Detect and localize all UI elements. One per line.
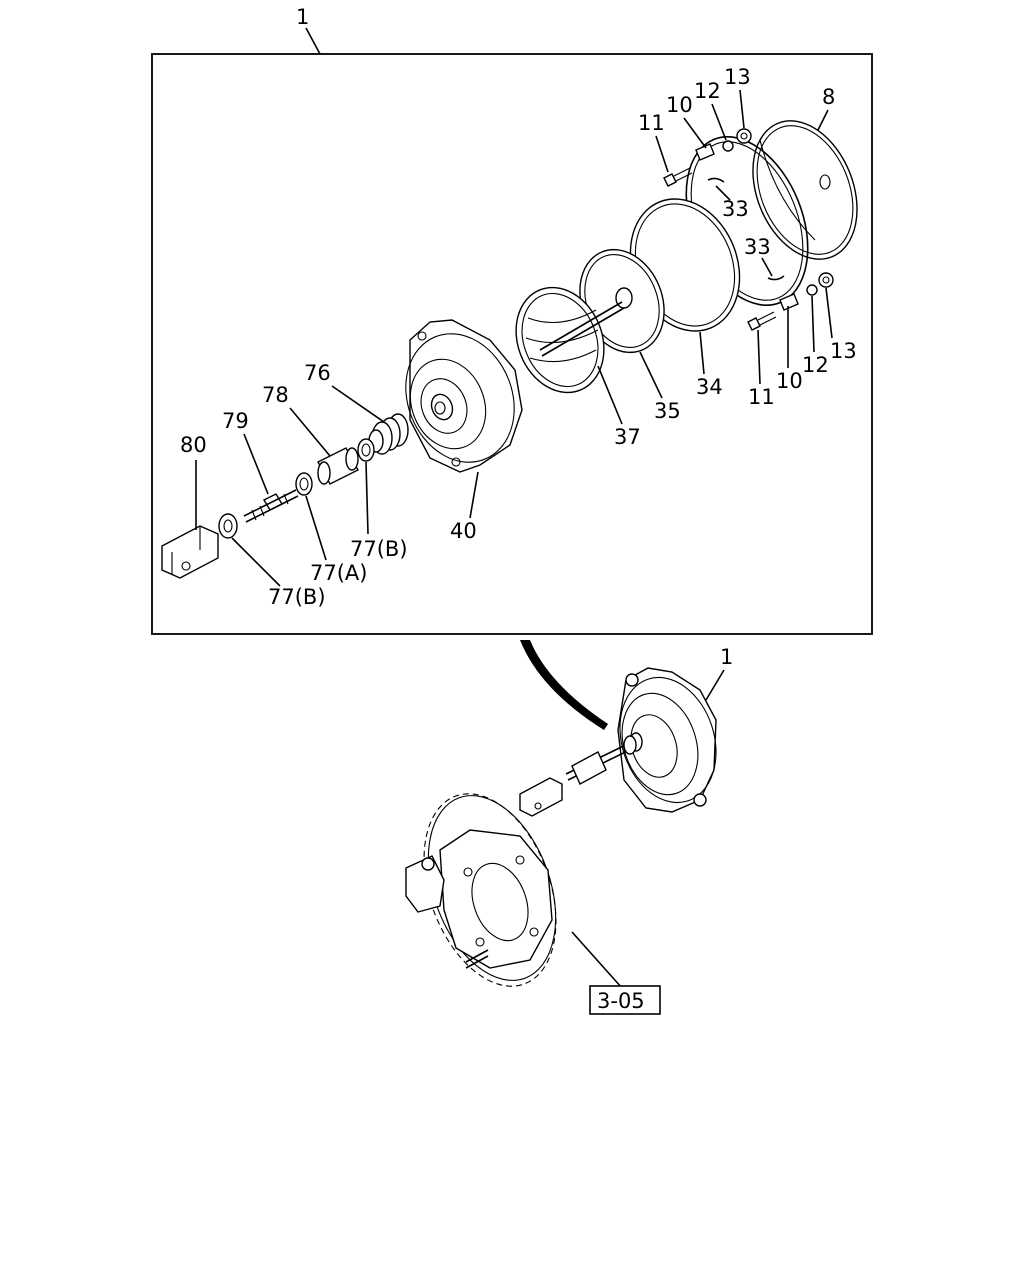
svg-text:76: 76 xyxy=(304,361,331,385)
svg-text:37: 37 xyxy=(614,425,641,449)
svg-text:12: 12 xyxy=(802,353,829,377)
part-77a-washer xyxy=(295,472,313,496)
callout-12-top: 12 xyxy=(694,79,727,141)
brake-backing-plate xyxy=(405,793,557,987)
svg-text:79: 79 xyxy=(222,409,249,433)
part-13-nut-bottom xyxy=(818,272,834,288)
callout-79: 79 xyxy=(222,409,269,495)
part-11-bolt-top xyxy=(663,167,693,187)
part-77b-washer-upper xyxy=(357,438,375,462)
svg-text:1: 1 xyxy=(296,5,309,29)
assembled-brake-chamber xyxy=(519,667,717,817)
callout-80: 80 xyxy=(180,433,207,530)
part-10-clamp-band xyxy=(685,136,809,311)
callout-10-bottom: 10 xyxy=(776,306,803,393)
part-76-boot xyxy=(368,413,409,455)
part-11-bolt-bottom xyxy=(747,311,777,331)
svg-text:78: 78 xyxy=(262,383,289,407)
svg-text:77(A): 77(A) xyxy=(310,561,367,585)
svg-text:33: 33 xyxy=(722,197,749,221)
svg-text:13: 13 xyxy=(830,339,857,363)
callout-40: 40 xyxy=(450,471,479,543)
svg-text:80: 80 xyxy=(180,433,207,457)
callout-77b-upper: 77(B) xyxy=(350,461,408,561)
svg-text:13: 13 xyxy=(724,65,751,89)
callout-assembly-top: 1 xyxy=(296,5,321,55)
callout-10-top: 10 xyxy=(666,93,707,149)
callout-77b-lower: 77(B) xyxy=(231,537,326,609)
svg-text:10: 10 xyxy=(666,93,693,117)
svg-text:11: 11 xyxy=(748,385,775,409)
callout-8: 8 xyxy=(817,85,835,131)
callout-78: 78 xyxy=(262,383,331,457)
callout-76: 76 xyxy=(304,361,385,423)
part-79-threaded-rod xyxy=(243,489,299,523)
callout-33-top: 33 xyxy=(707,177,749,221)
callout-13-top: 13 xyxy=(724,65,751,129)
svg-text:77(B): 77(B) xyxy=(350,537,408,561)
svg-text:3-05: 3-05 xyxy=(597,989,645,1013)
reference-box-3-05: 3-05 xyxy=(571,931,661,1015)
part-13-nut-top xyxy=(736,128,752,144)
callout-37: 37 xyxy=(597,365,641,449)
svg-text:10: 10 xyxy=(776,369,803,393)
part-80-clevis xyxy=(161,525,219,579)
callout-33-bottom: 33 xyxy=(744,235,785,281)
part-12-washer-bottom xyxy=(806,284,818,296)
svg-text:40: 40 xyxy=(450,519,477,543)
part-8-housing-cover xyxy=(752,120,858,260)
callout-11-bottom: 11 xyxy=(748,329,775,409)
svg-text:12: 12 xyxy=(694,79,721,103)
part-78-coupling xyxy=(317,447,359,485)
svg-text:11: 11 xyxy=(638,111,665,135)
callout-11-top: 11 xyxy=(638,111,669,173)
svg-text:33: 33 xyxy=(744,235,771,259)
callout-35: 35 xyxy=(639,351,681,423)
exploded-view-frame xyxy=(151,53,873,635)
svg-text:77(B): 77(B) xyxy=(268,585,326,609)
svg-text:35: 35 xyxy=(654,399,681,423)
svg-text:1: 1 xyxy=(720,645,733,669)
callout-assembly-inset: 1 xyxy=(705,645,733,701)
callout-13-bottom: 13 xyxy=(825,287,857,363)
callout-77a: 77(A) xyxy=(305,495,367,585)
part-37-return-spring xyxy=(515,286,625,394)
part-12-washer-top xyxy=(722,140,734,152)
svg-text:34: 34 xyxy=(696,375,723,399)
part-40-chamber-housing xyxy=(405,319,523,473)
callout-34: 34 xyxy=(696,331,723,399)
callout-12-bottom: 12 xyxy=(802,295,829,377)
svg-text:8: 8 xyxy=(822,85,835,109)
part-77b-nut-lower xyxy=(218,513,238,539)
reference-arrow xyxy=(520,640,608,730)
